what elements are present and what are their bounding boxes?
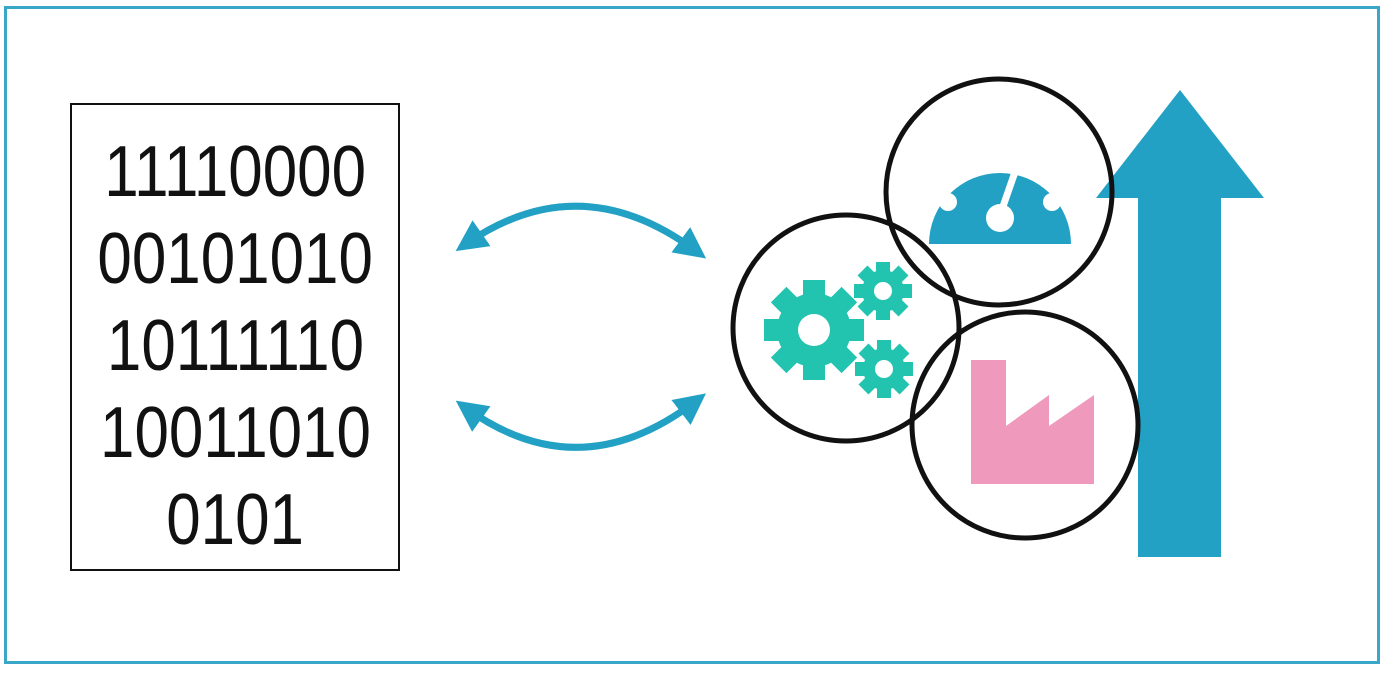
exchange-bottom-icon [455, 393, 707, 451]
gears-circle [730, 212, 962, 444]
exchange-top-icon [455, 202, 707, 259]
speedometer-icon [929, 141, 1071, 244]
gears-icon [764, 262, 913, 398]
binary-line-1: 11110000 [104, 132, 366, 212]
binary-line-2: 00101010 [97, 219, 373, 299]
binary-line-5: 0101 [166, 480, 304, 560]
gauge-circle [883, 76, 1115, 308]
binary-data-box: 11110000 00101010 10111110 10011010 0101 [70, 103, 400, 571]
binary-line-3: 10111110 [106, 306, 364, 386]
binary-line-4: 10011010 [99, 393, 371, 473]
factory-circle [909, 309, 1141, 541]
factory-icon [971, 360, 1094, 484]
